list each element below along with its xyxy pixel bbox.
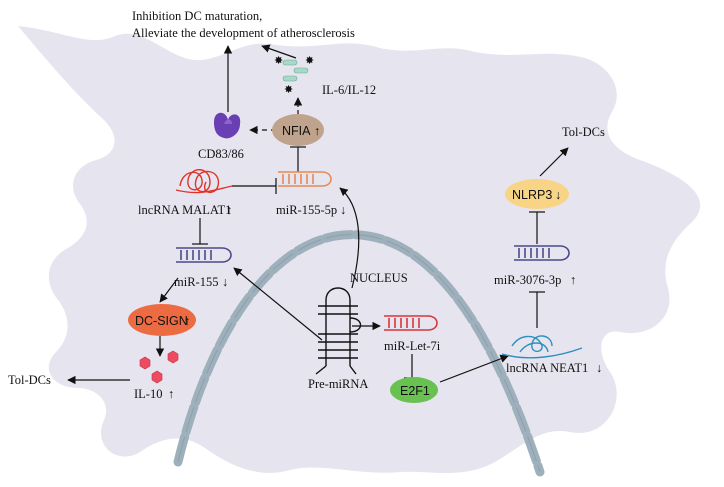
il10-hexagons-icon bbox=[139, 350, 179, 384]
nfia-label: NFIA bbox=[282, 124, 311, 138]
nfia-regulation: ↑ bbox=[314, 124, 320, 138]
mir3076-3p-icon bbox=[514, 245, 570, 261]
mir3076-3p-regulation: ↑ bbox=[570, 273, 576, 287]
cd83-86-receptor-icon bbox=[214, 112, 241, 139]
lncrna-neat1-label: lncRNA NEAT1 bbox=[506, 361, 588, 375]
lncrna-malat1-regulation: ↑ bbox=[226, 203, 232, 217]
nlrp3-label: NLRP3 bbox=[512, 188, 552, 202]
dendritic-cell-body bbox=[18, 26, 701, 473]
tol-dcs-left-label: Tol-DCs bbox=[8, 373, 51, 387]
svg-text:✸: ✸ bbox=[274, 55, 283, 67]
cd83-86-label: CD83/86 bbox=[198, 147, 244, 161]
lncrna-malat1-label: lncRNA MALAT1 bbox=[138, 203, 231, 217]
e2f1-label: E2F1 bbox=[400, 384, 430, 398]
dc-sign-label: DC-SIGN bbox=[135, 314, 188, 328]
nlrp3-node: NLRP3 ↓ bbox=[505, 179, 569, 209]
il10-label: IL-10 bbox=[134, 387, 162, 401]
mir155-5p-label: miR-155-5p bbox=[276, 203, 337, 217]
mir155-label: miR-155 bbox=[174, 275, 218, 289]
mir155-5p-icon bbox=[278, 171, 332, 187]
nucleus-label: NUCLEUS bbox=[350, 271, 408, 285]
tol-dcs-right-label: Tol-DCs bbox=[562, 125, 605, 139]
dc-sign-regulation: ↑ bbox=[184, 314, 190, 328]
dc-sign-node: DC-SIGN ↑ bbox=[128, 304, 196, 336]
svg-text:✸: ✸ bbox=[284, 84, 293, 96]
nfia-node: NFIA ↑ bbox=[272, 114, 324, 146]
outcome-line-1: Inhibition DC maturation, bbox=[132, 9, 262, 23]
outcome-line-2: Alleviate the development of atheroscler… bbox=[132, 26, 355, 40]
il6-il12-label: IL-6/IL-12 bbox=[322, 83, 376, 97]
e2f1-node: E2F1 bbox=[390, 377, 438, 403]
nlrp3-regulation: ↓ bbox=[555, 188, 561, 202]
il6-il12-cytokines-icon: ✸ ✸ ✸ bbox=[274, 55, 314, 96]
mir-let7i-icon bbox=[384, 315, 438, 331]
lncrna-neat1-icon bbox=[501, 335, 583, 359]
mir3076-3p-label: miR-3076-3p bbox=[494, 273, 561, 287]
mir155-regulation: ↓ bbox=[222, 275, 228, 289]
mir-let7i-label: miR-Let-7i bbox=[384, 339, 441, 353]
pre-mirna-icon bbox=[315, 287, 362, 375]
lncrna-neat1-regulation: ↓ bbox=[596, 361, 602, 375]
svg-text:✸: ✸ bbox=[305, 55, 314, 67]
mir155-icon bbox=[176, 247, 232, 263]
lncrna-malat1-icon bbox=[175, 169, 233, 194]
mir155-5p-regulation: ↓ bbox=[340, 203, 346, 217]
il10-regulation: ↑ bbox=[168, 387, 174, 401]
pre-mirna-label: Pre-miRNA bbox=[308, 377, 368, 391]
